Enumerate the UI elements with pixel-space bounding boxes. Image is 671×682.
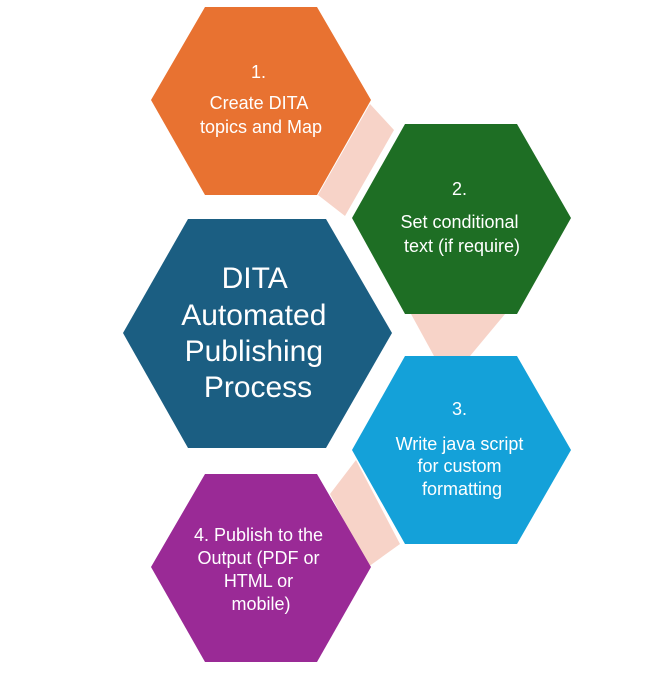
connector-3-4 <box>330 460 400 567</box>
step-3-hexagon <box>352 356 571 544</box>
center-title: DITA Automated Publishing Process <box>181 262 334 404</box>
step-4-label: 4. Publish to the Output (PDF or HTML or… <box>194 525 328 614</box>
connector-1-2 <box>318 104 394 216</box>
step-1-label: 1. Create DITA topics and Map <box>200 62 322 137</box>
step-2-label: 2. Set conditional text (if require) <box>400 179 523 256</box>
step-1-hexagon <box>151 7 371 195</box>
step-3-label: 3. Write java script for custom formatti… <box>396 399 529 499</box>
connector-2-3 <box>411 314 505 356</box>
step-2-hexagon <box>352 124 571 314</box>
center-hexagon <box>123 219 392 448</box>
step-4-hexagon <box>151 474 371 662</box>
